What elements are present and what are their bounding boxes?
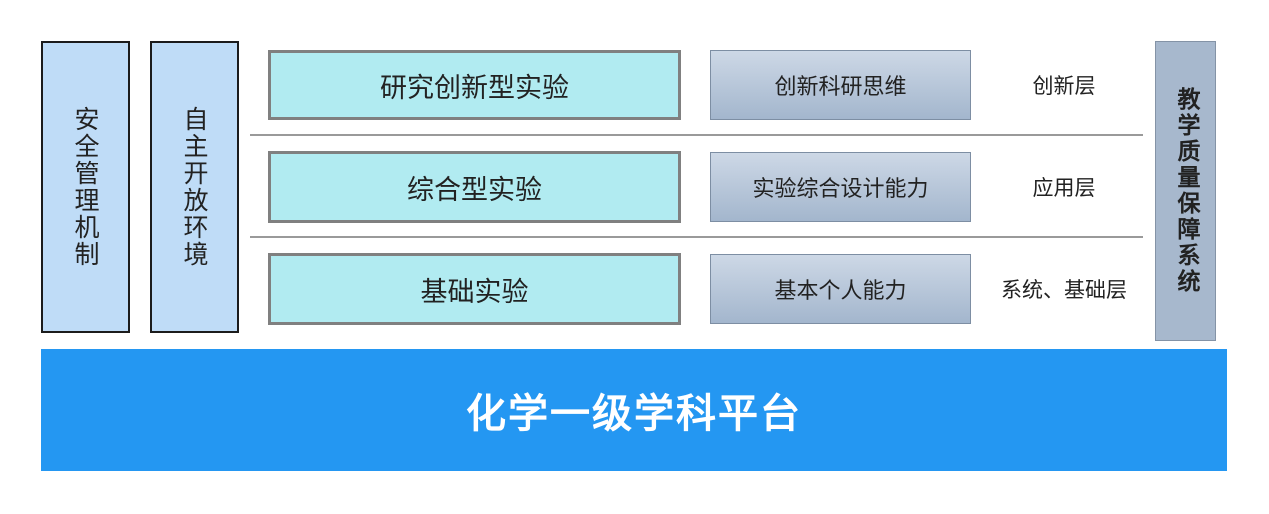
experiment-label: 基础实验	[420, 276, 529, 308]
innovation-thinking-box: 创新科研思维	[710, 50, 971, 120]
foundation-layer-label: 系统、基础层	[975, 254, 1153, 324]
ability-label: 基本个人能力	[774, 279, 907, 304]
open-environment-label: 自主开放环境	[180, 106, 209, 268]
row-divider	[250, 134, 1143, 136]
ability-label: 实验综合设计能力	[752, 177, 929, 202]
platform-label: 化学一级学科平台	[466, 391, 802, 437]
quality-assurance-column: 教学质量保障系统	[1155, 41, 1216, 341]
basic-experiment-box: 基础实验	[268, 253, 681, 325]
safety-management-column: 安全管理机制	[41, 41, 130, 333]
research-innovation-experiment-box: 研究创新型实验	[268, 50, 681, 120]
row-divider	[250, 236, 1143, 238]
chemistry-platform-bar: 化学一级学科平台	[41, 349, 1227, 471]
safety-management-label: 安全管理机制	[71, 106, 100, 268]
application-layer-label: 应用层	[975, 152, 1153, 222]
ability-label: 创新科研思维	[774, 75, 907, 100]
innovation-layer-label: 创新层	[975, 50, 1153, 120]
experiment-label: 综合型实验	[407, 174, 542, 206]
layer-label: 应用层	[1032, 176, 1096, 200]
layer-label: 系统、基础层	[1001, 278, 1127, 302]
layer-label: 创新层	[1032, 74, 1096, 98]
open-environment-column: 自主开放环境	[150, 41, 239, 333]
design-ability-box: 实验综合设计能力	[710, 152, 971, 222]
basic-ability-box: 基本个人能力	[710, 254, 971, 324]
comprehensive-experiment-box: 综合型实验	[268, 151, 681, 223]
experiment-label: 研究创新型实验	[380, 72, 569, 104]
quality-assurance-label: 教学质量保障系统	[1173, 87, 1199, 295]
